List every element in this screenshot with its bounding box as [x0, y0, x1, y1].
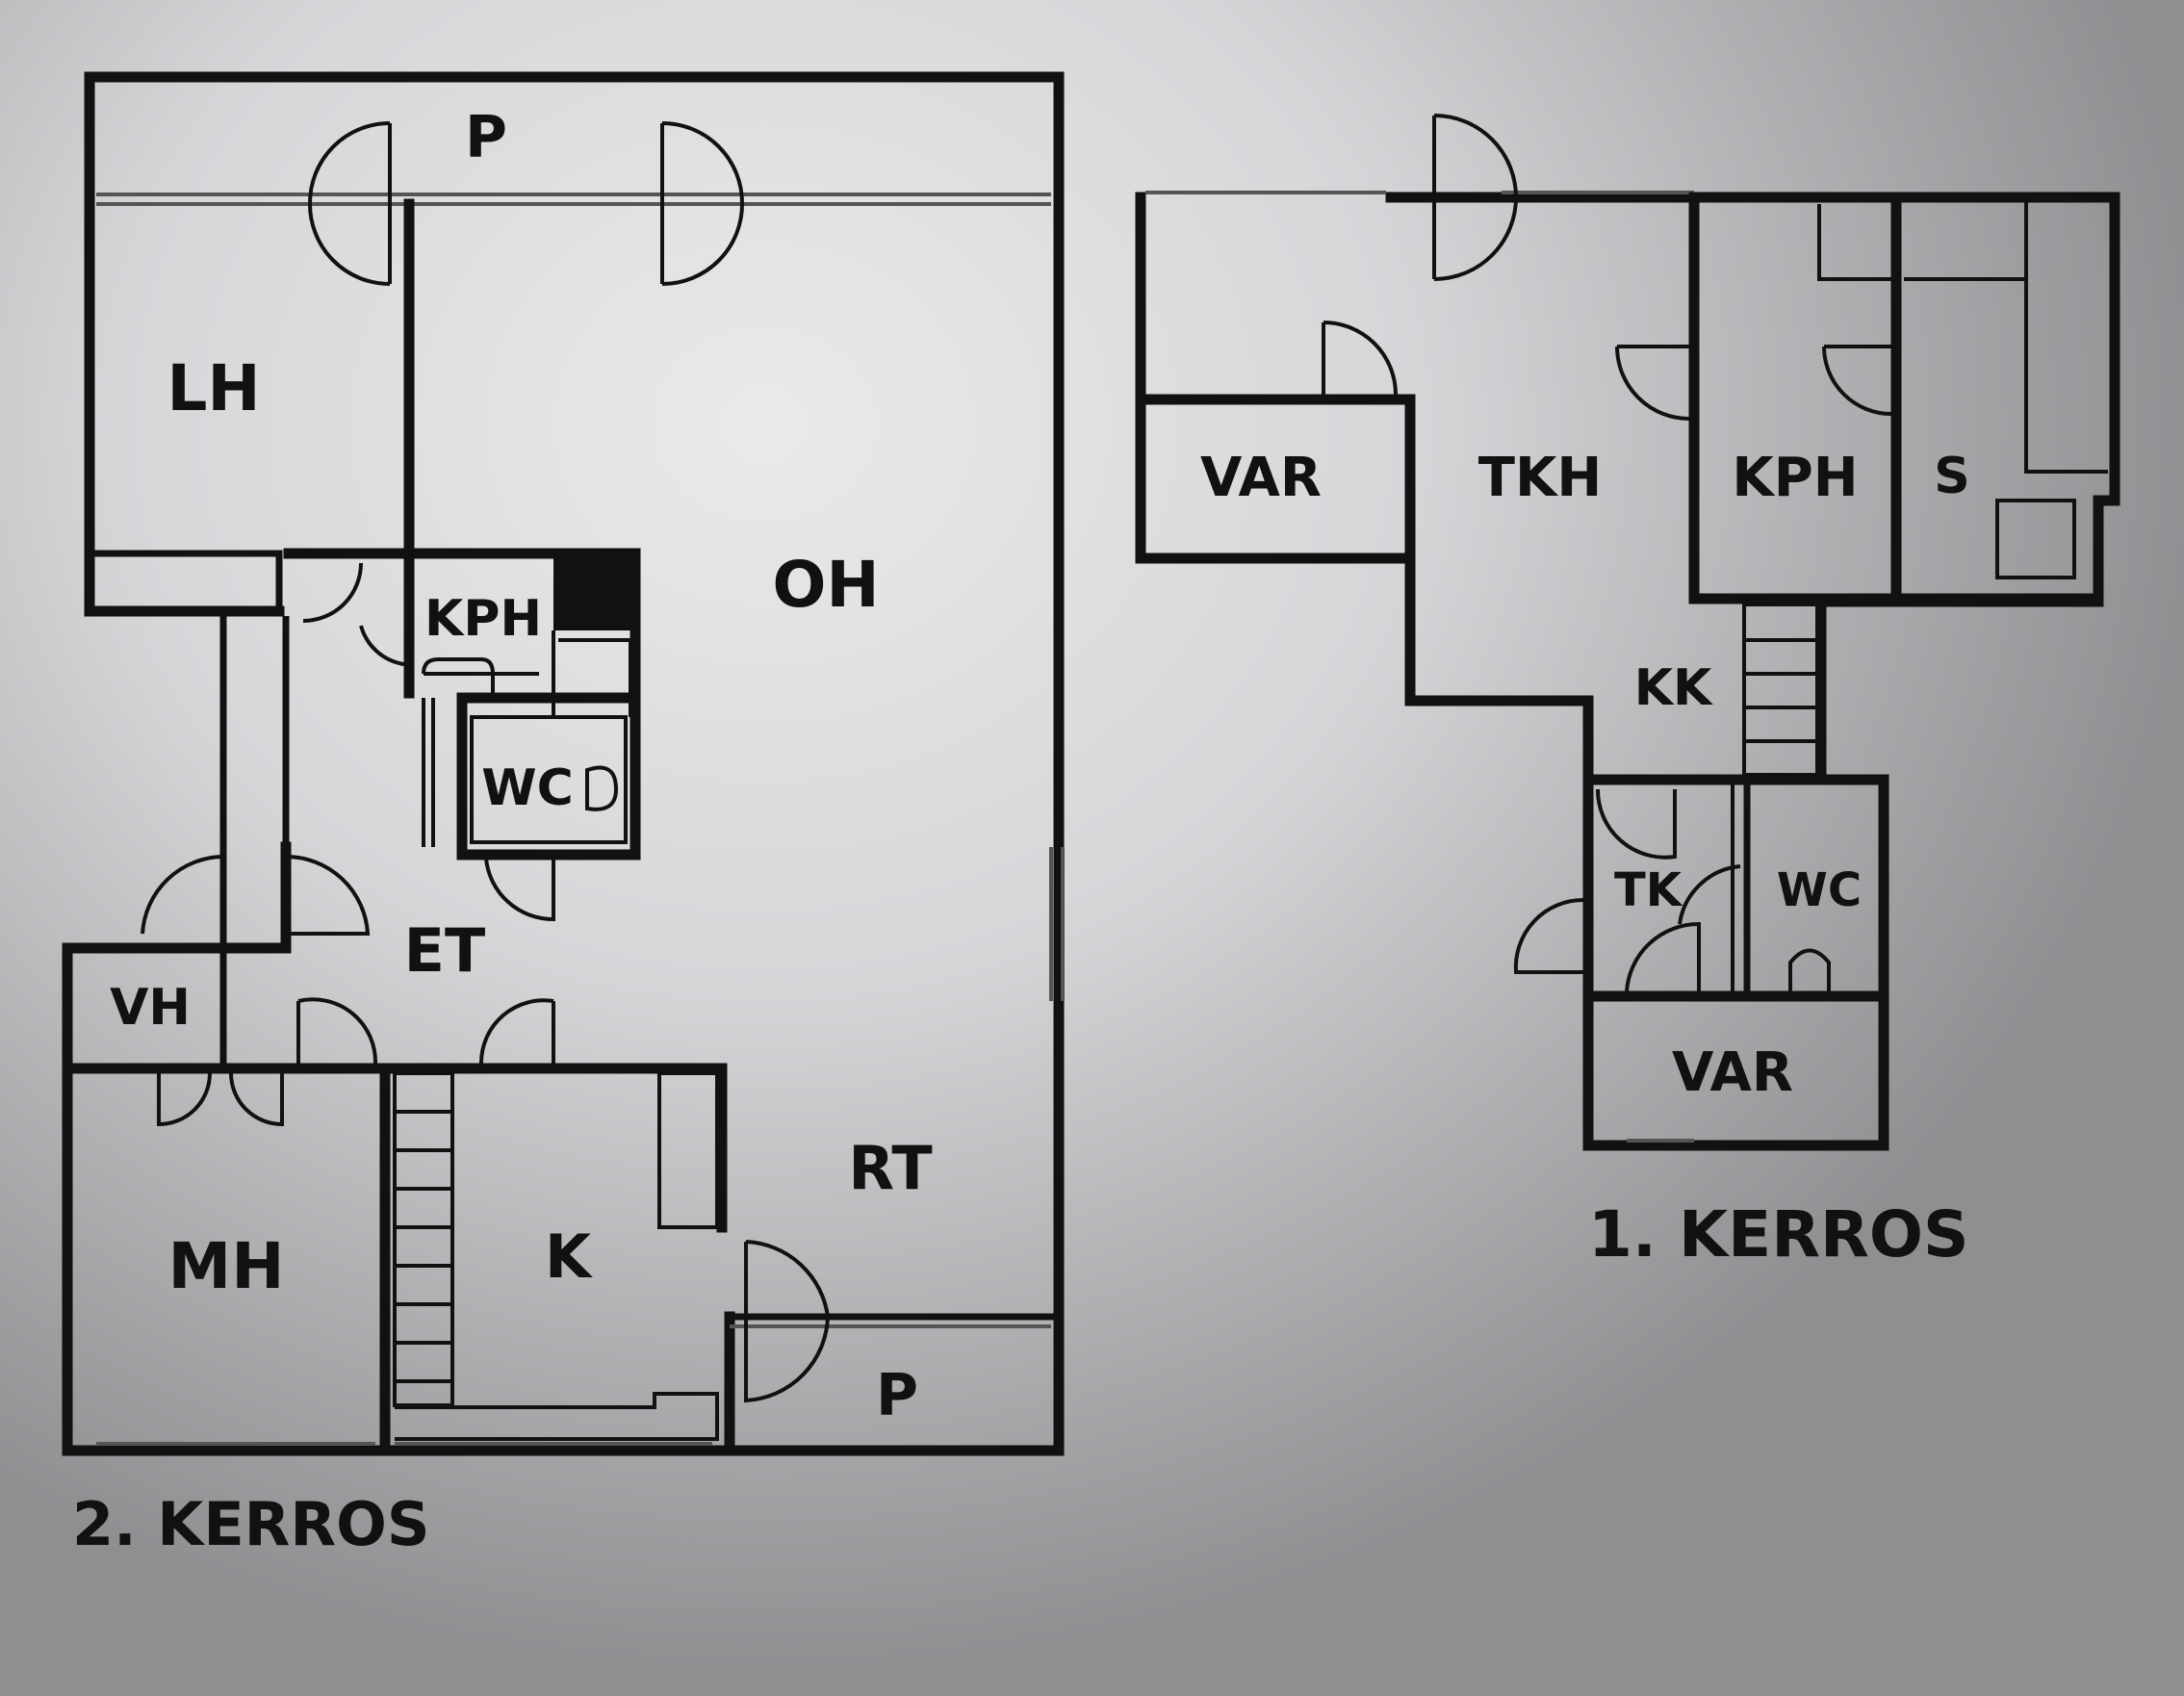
room-label: K [545, 1221, 593, 1292]
floor-2-plan: P LH OH KPH WC ET VH MH K RT P 2. KERROS [62, 71, 1065, 1559]
room-label: VAR [1200, 447, 1322, 509]
fixture-outline [1817, 204, 1891, 281]
fixture-outline [552, 630, 632, 717]
door-swing [1625, 921, 1701, 992]
room-label: WC [1777, 863, 1862, 917]
wall [1135, 192, 2120, 1151]
stairs [1742, 603, 1819, 777]
room-label: WC [481, 759, 574, 817]
shaft-block [553, 553, 635, 630]
wall [90, 550, 283, 611]
door-swing [660, 121, 745, 286]
fixture-outline [422, 657, 539, 847]
room-label: RT [848, 1133, 932, 1203]
floor-title: 1. KERROS [1588, 1197, 1968, 1272]
door-swing [744, 1240, 830, 1403]
wall [1135, 394, 1416, 564]
room-label: OH [772, 548, 879, 622]
room-label: VAR [1672, 1041, 1793, 1104]
floor-1-plan: VAR TKH KPH S KK TK WC VAR 1. KERROS [1135, 114, 2120, 1272]
door-swing [1615, 345, 1690, 421]
fixture-outline [1904, 202, 2108, 474]
room-label: P [876, 1362, 918, 1429]
room-label: KPH [1732, 447, 1858, 509]
fixture-outline [470, 715, 628, 844]
floor-title: 2. KERROS [72, 1489, 430, 1559]
stairs [393, 1071, 454, 1407]
wall [280, 1063, 728, 1233]
room-label: KPH [424, 590, 542, 648]
fixture-outline [1995, 499, 2076, 579]
toilet-fixture [1788, 948, 1831, 991]
door-swing [1432, 114, 1519, 281]
balcony-rail [96, 193, 1051, 206]
door-swing [157, 1072, 284, 1127]
room-label: TK [1614, 863, 1683, 917]
room-label: MH [168, 1229, 285, 1303]
room-label: TKH [1478, 447, 1602, 509]
door-swing [1678, 864, 1741, 925]
door-swing [1322, 321, 1398, 396]
counter-outline [657, 1071, 719, 1229]
room-label: VH [110, 979, 191, 1037]
room-label: S [1934, 448, 1969, 505]
door-swing [484, 858, 555, 922]
room-label: ET [404, 915, 486, 986]
door-swing [307, 121, 392, 286]
door-swing [296, 997, 378, 1065]
door-swing [1513, 897, 1584, 974]
door-swing [141, 854, 371, 936]
window [1049, 847, 1065, 1001]
wall [219, 616, 290, 1066]
room-label: KK [1634, 659, 1713, 717]
room-label: LH [167, 351, 260, 425]
door-swing [1595, 788, 1677, 860]
wall [84, 71, 285, 617]
wall [1688, 192, 2104, 604]
wall [62, 942, 292, 1074]
door-swing [478, 998, 555, 1065]
counter-outline [395, 1392, 719, 1441]
toilet-fixture [585, 765, 619, 811]
door-swing [1822, 345, 1892, 416]
room-label: P [465, 104, 507, 171]
door-swing [302, 562, 405, 666]
